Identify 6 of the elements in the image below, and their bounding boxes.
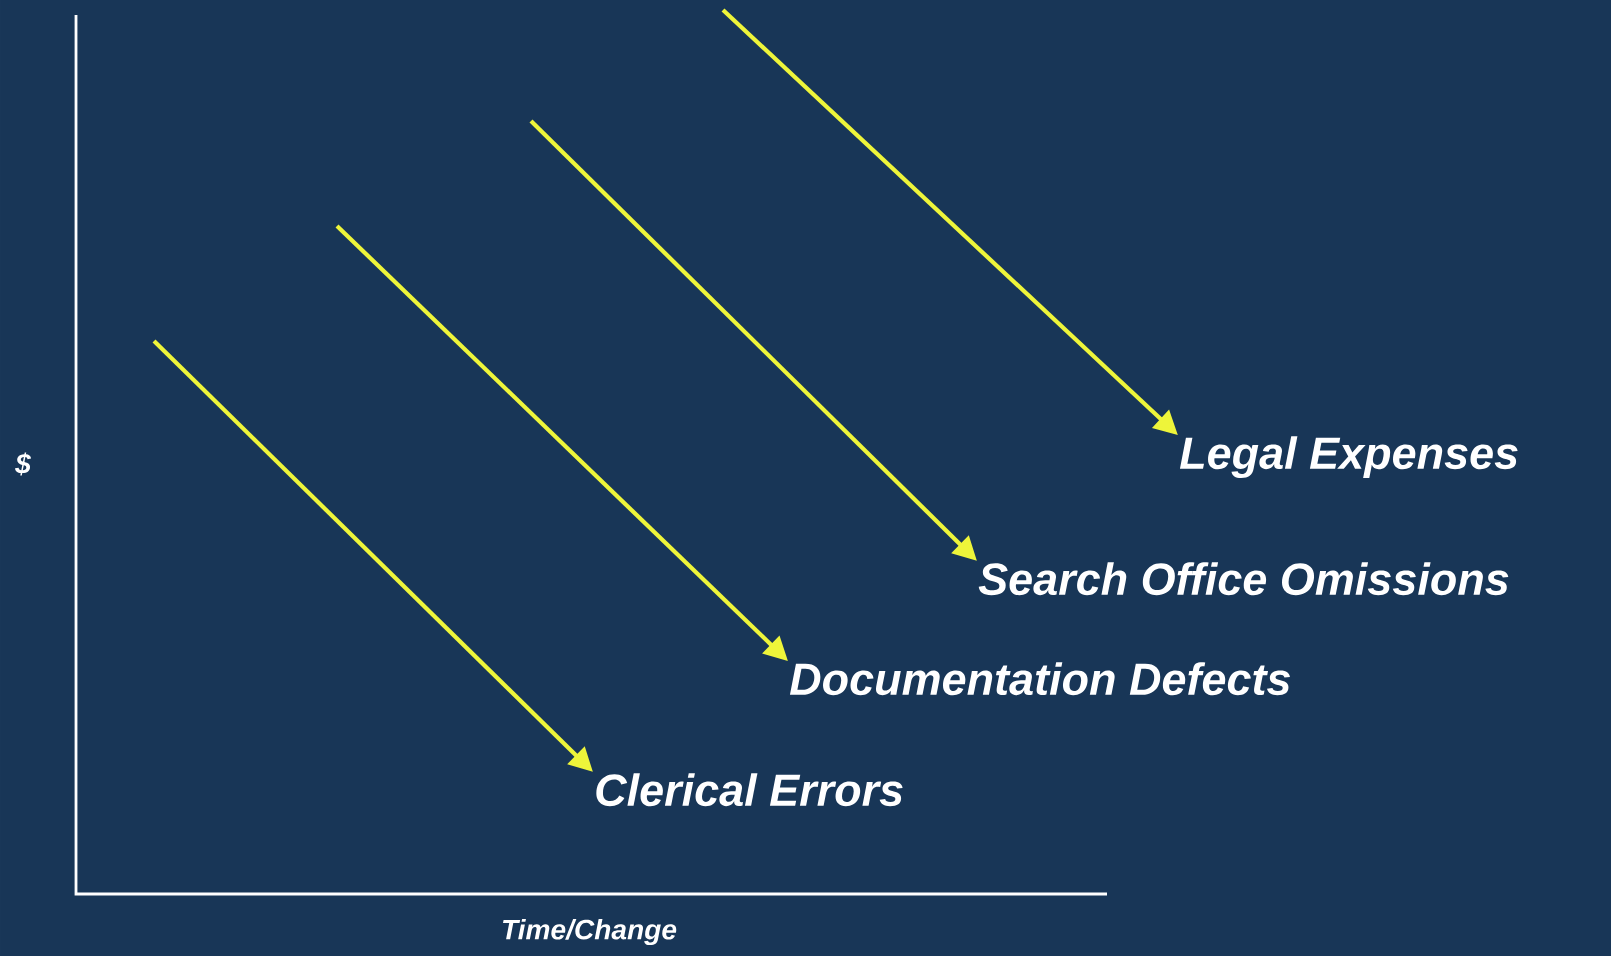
category-label: Search Office Omissions xyxy=(978,562,1509,596)
category-label: Clerical Errors xyxy=(596,773,903,807)
axis-label: $ xyxy=(15,452,32,476)
category-label: Legal Expenses xyxy=(1179,436,1518,479)
category-label: Documentation Defects xyxy=(789,662,1290,696)
axis-label: Time/Change xyxy=(503,918,677,946)
